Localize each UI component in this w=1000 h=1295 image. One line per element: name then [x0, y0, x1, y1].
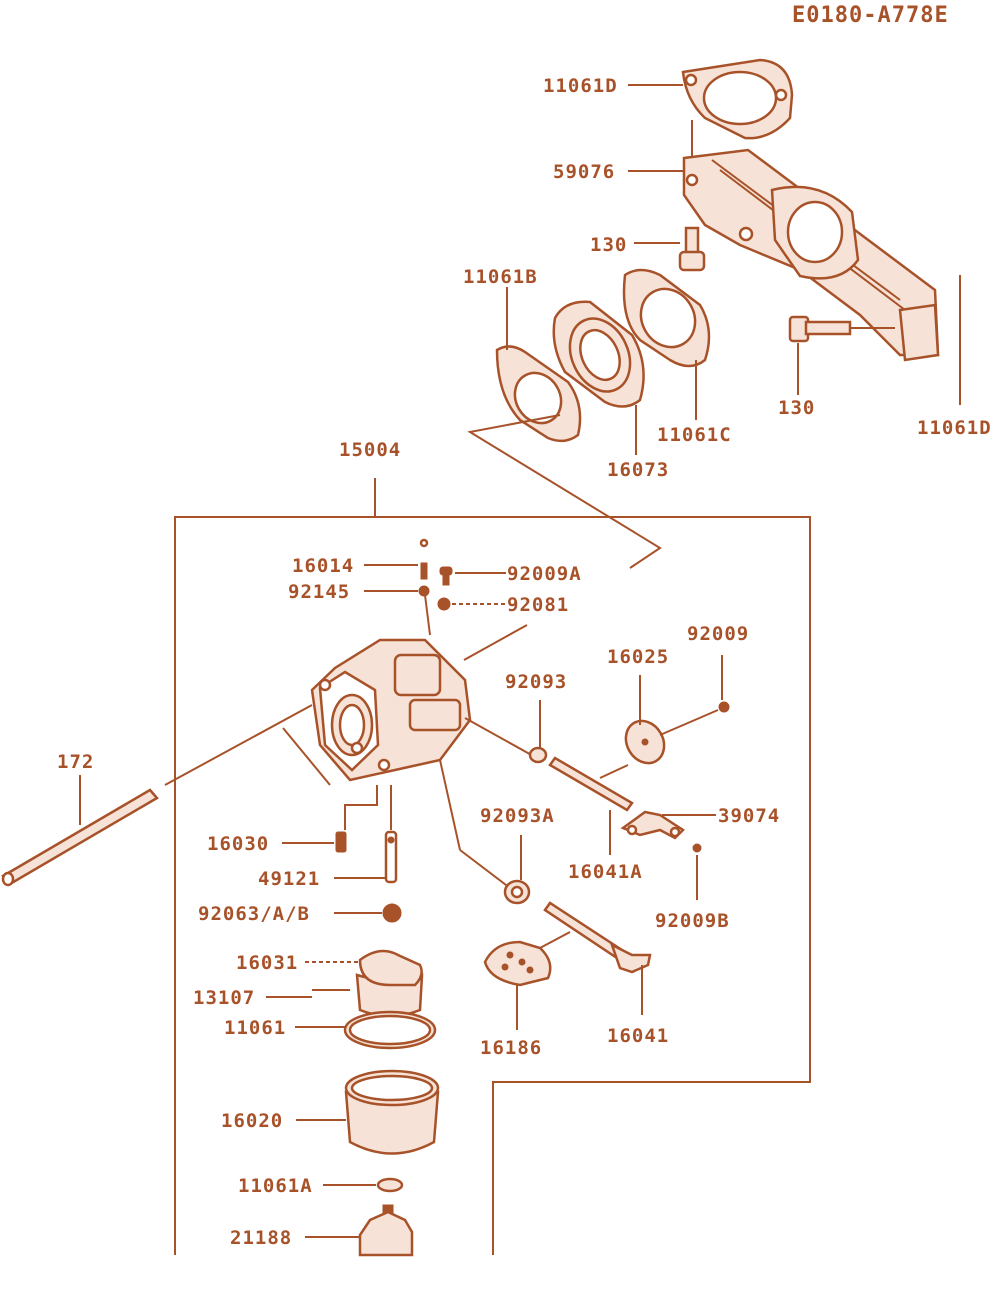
- label-21188: 21188: [230, 1227, 292, 1249]
- leader-carb-lower: [439, 759, 461, 851]
- label-16041: 16041: [607, 1025, 669, 1047]
- valve-16186-axis: [539, 931, 571, 949]
- screw-92009-axis: [659, 709, 719, 736]
- label-11061: 11061: [224, 1017, 286, 1039]
- label-39074: 39074: [718, 805, 780, 827]
- label-92009a: 92009A: [507, 563, 582, 585]
- label-92081: 92081: [507, 594, 569, 616]
- lever-39074: [620, 810, 685, 840]
- oring-92081: [437, 597, 451, 611]
- gasket-11061a: [376, 1177, 404, 1193]
- float-16031: [355, 949, 424, 1018]
- carburetor-body-15004: [310, 638, 472, 782]
- leader-carb-top: [463, 624, 528, 661]
- seal-92093a: [503, 879, 531, 905]
- label-92093: 92093: [505, 671, 567, 693]
- label-59076: 59076: [553, 161, 615, 183]
- leader-carb-jet: [424, 594, 431, 636]
- label-16073: 16073: [607, 459, 669, 481]
- diagram-code: E0180-A778E: [792, 3, 949, 28]
- label-16020: 16020: [221, 1110, 283, 1132]
- label-16030: 16030: [207, 833, 269, 855]
- bolt-130-top: [678, 226, 706, 272]
- oring-92063: [382, 903, 402, 923]
- screw-92009b: [692, 843, 702, 853]
- label-130-top: 130: [590, 234, 627, 256]
- ball-92145: [418, 585, 430, 597]
- shaft-16041a: [548, 756, 634, 812]
- float-bowl-16020: [344, 1069, 440, 1155]
- solenoid-21188: [358, 1204, 414, 1257]
- label-130-right: 130: [778, 397, 815, 419]
- gasket-11061c: [622, 268, 711, 368]
- label-11061b: 11061B: [463, 266, 538, 288]
- label-49121: 49121: [258, 868, 320, 890]
- shaft-172: [1, 788, 159, 887]
- valve-16025-axis: [599, 764, 629, 779]
- leader-172-carb: [282, 727, 331, 786]
- valve-16186: [483, 940, 552, 987]
- jet-16014: [419, 538, 429, 580]
- label-16025: 16025: [607, 646, 669, 668]
- jet-16030: [335, 831, 347, 853]
- label-15004: 15004: [339, 439, 401, 461]
- label-172: 172: [57, 751, 94, 773]
- seal-92093: [528, 746, 548, 764]
- gasket-11061b: [495, 345, 582, 443]
- gasket-11061-inner: [348, 1014, 432, 1046]
- label-92063: 92063/A/B: [198, 903, 310, 925]
- label-92093a: 92093A: [480, 805, 555, 827]
- label-92009: 92009: [687, 623, 749, 645]
- label-16014: 16014: [292, 555, 354, 577]
- spacer-16073: [552, 300, 645, 408]
- label-11061d-top: 11061D: [543, 75, 618, 97]
- shaft-16041: [543, 901, 652, 974]
- label-11061a: 11061A: [238, 1175, 313, 1197]
- leader-assembly-link: [467, 414, 662, 569]
- leader-carb-92093a: [459, 849, 511, 889]
- screw-92009a: [439, 566, 453, 586]
- valve-16025: [624, 719, 666, 765]
- label-16186: 16186: [480, 1037, 542, 1059]
- assembly-bracket: [174, 516, 811, 1255]
- leader-carb-92093: [464, 717, 536, 758]
- label-13107: 13107: [193, 987, 255, 1009]
- bolt-130-right: [788, 315, 895, 343]
- label-92009b: 92009B: [655, 910, 730, 932]
- shaft-172-axis: [164, 704, 313, 786]
- screw-92009: [718, 701, 730, 713]
- label-11061d-right: 11061D: [917, 417, 992, 439]
- nozzle-49121: [384, 830, 398, 884]
- leader-carb-16030: [344, 785, 378, 830]
- label-11061c: 11061C: [657, 424, 732, 446]
- label-16031: 16031: [236, 952, 298, 974]
- intake-manifold-59076: [682, 148, 940, 362]
- gasket-11061d-top: [681, 58, 794, 140]
- label-16041a: 16041A: [568, 861, 643, 883]
- label-92145: 92145: [288, 581, 350, 603]
